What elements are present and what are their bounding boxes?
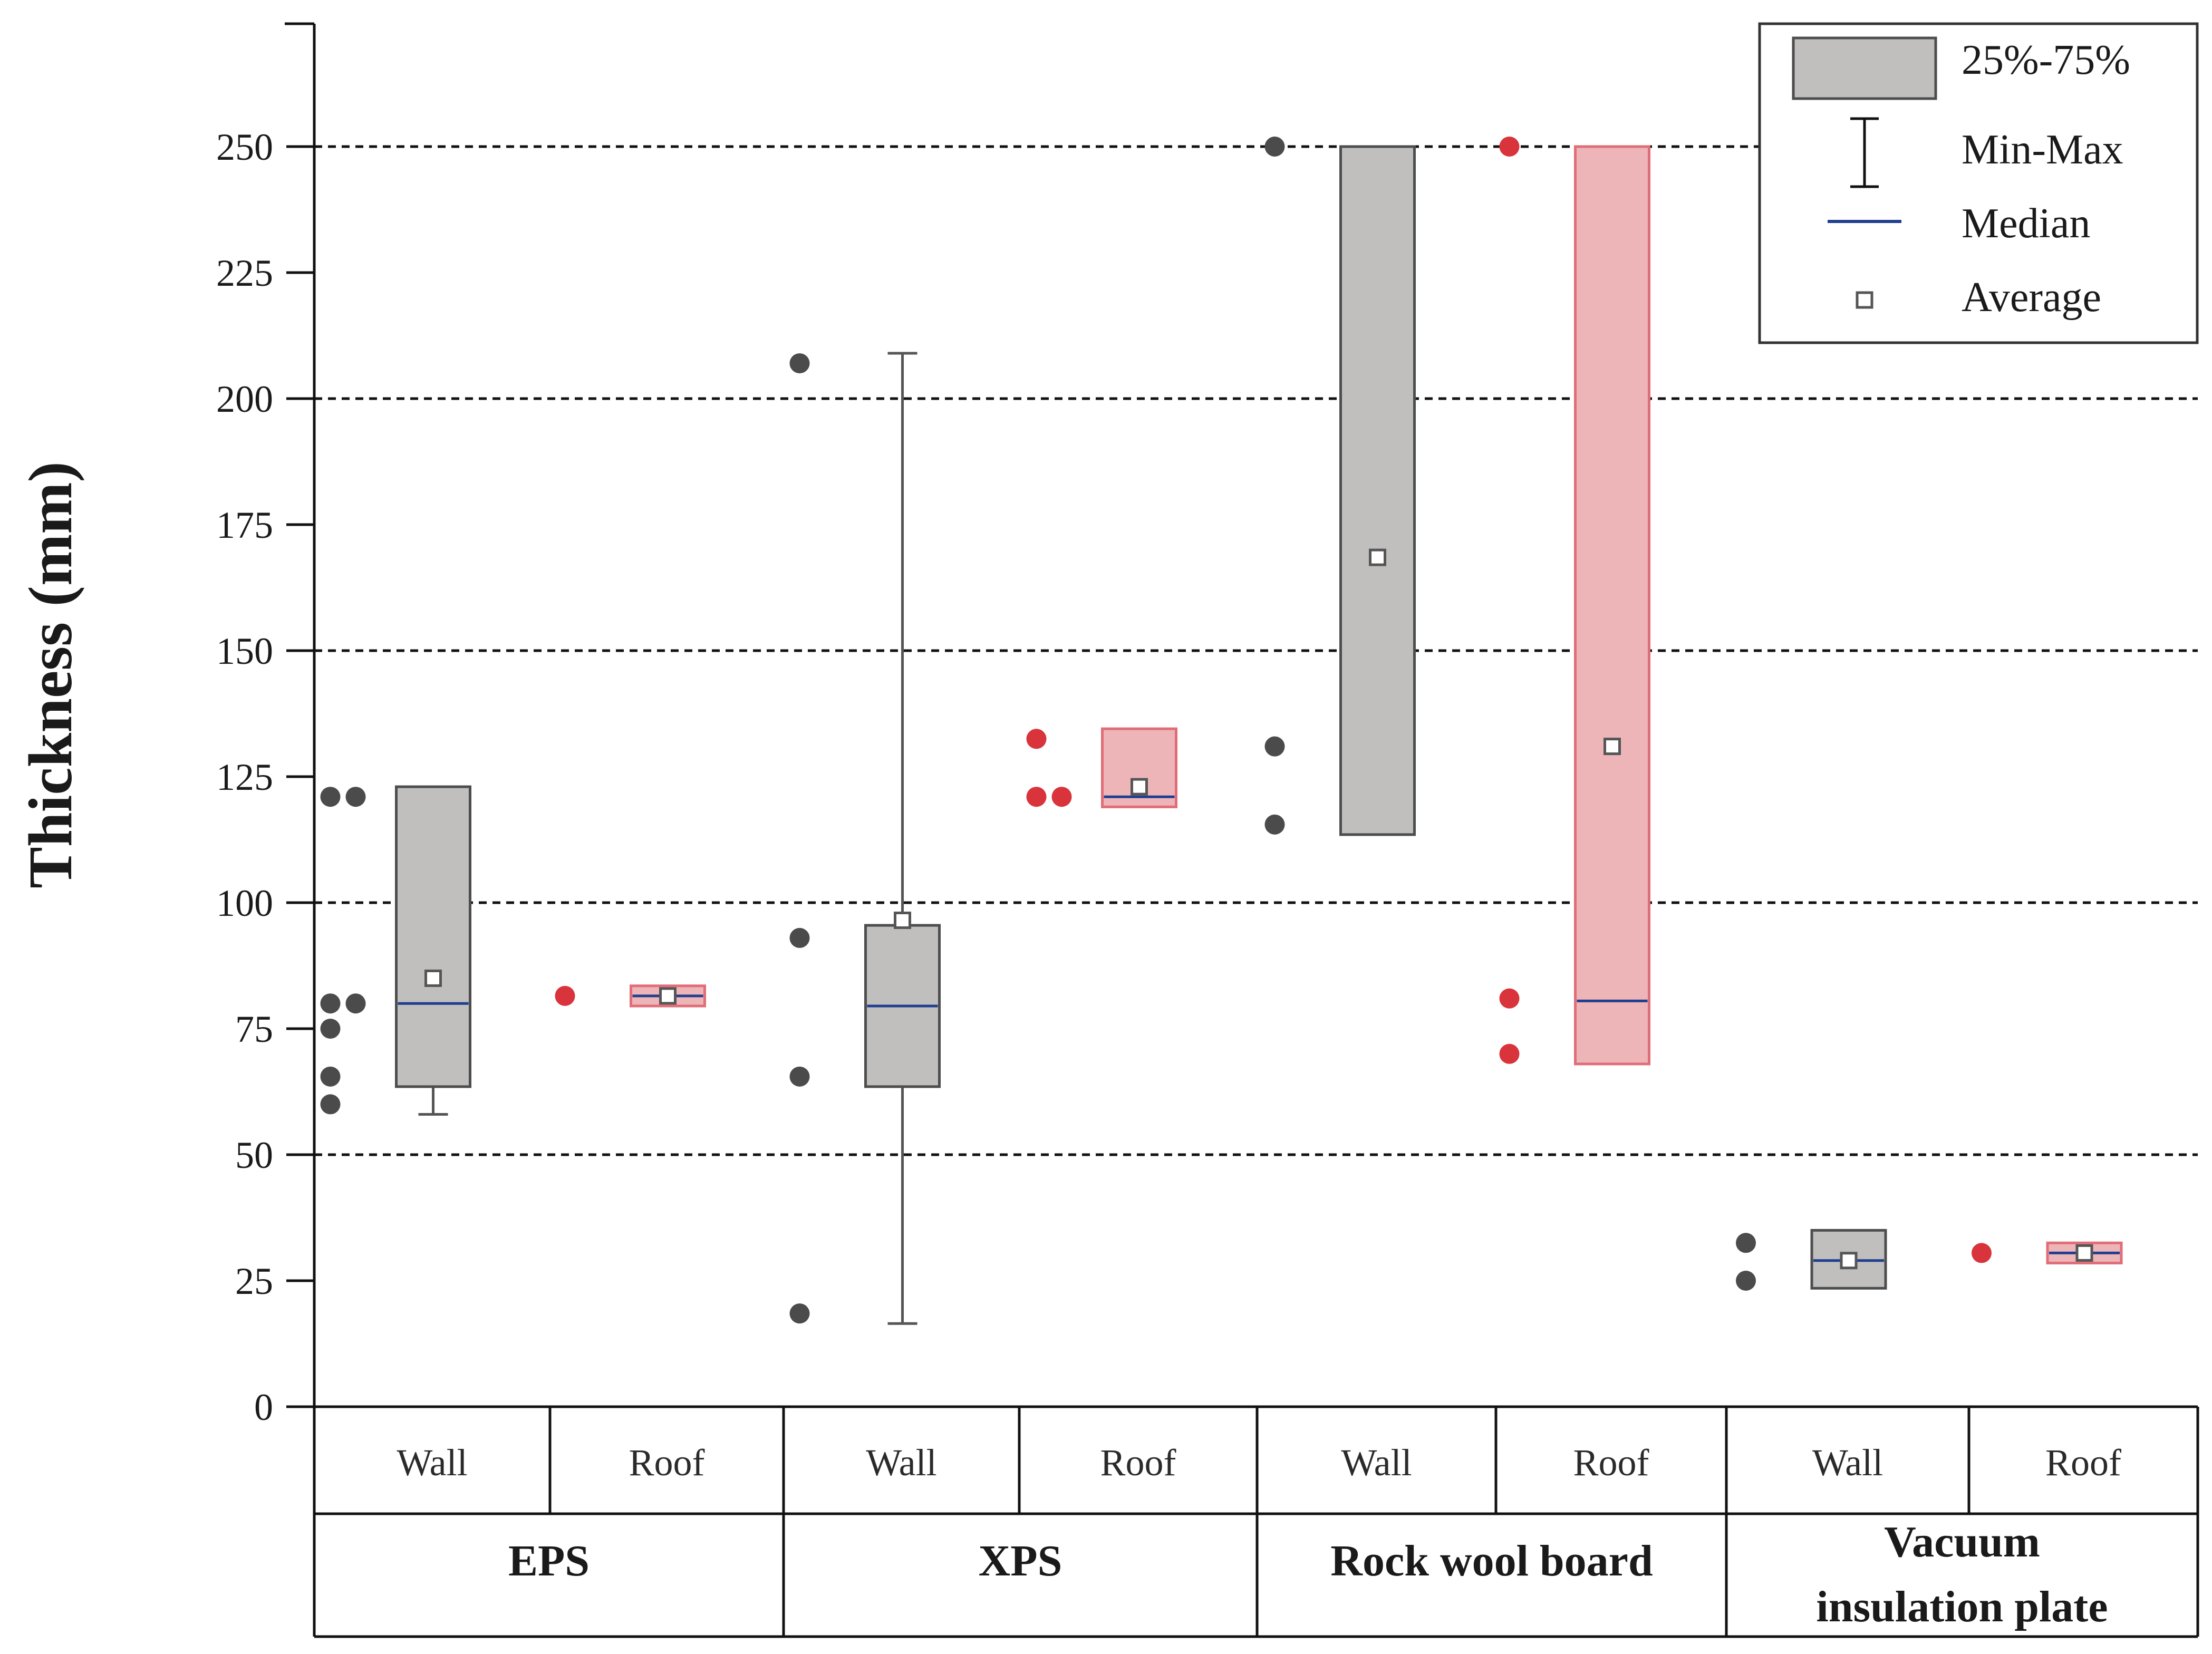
y-tick-label: 0	[254, 1386, 273, 1428]
y-tick-label: 50	[235, 1134, 273, 1176]
group-label: EPS	[508, 1536, 590, 1585]
wall-box	[395, 785, 471, 1088]
average-marker	[894, 911, 911, 929]
sub-category-label: Wall	[866, 1442, 936, 1484]
outlier-point	[345, 787, 366, 807]
sub-category-label: Wall	[1812, 1442, 1883, 1484]
outlier-point	[320, 993, 341, 1014]
legend-whisker-label: Min-Max	[1962, 127, 2123, 173]
legend-box-label: 25%-75%	[1962, 37, 2130, 83]
y-tick-label: 150	[216, 630, 273, 672]
average-marker	[1131, 778, 1148, 796]
legend-average-swatch	[1856, 291, 1873, 309]
roof-box	[1574, 145, 1650, 1066]
y-tick-label: 125	[216, 756, 273, 798]
outlier-point	[320, 1094, 341, 1115]
average-marker	[424, 969, 442, 987]
y-tick-label: 75	[235, 1008, 273, 1050]
outlier-point	[789, 927, 810, 948]
legend-average-label: Average	[1962, 274, 2101, 321]
outlier-point	[789, 1303, 810, 1324]
y-tick-label: 100	[216, 882, 273, 924]
average-marker	[659, 987, 677, 1005]
sub-category-label: Wall	[397, 1442, 467, 1484]
outlier-point	[1026, 787, 1047, 807]
sub-category-label: Wall	[1341, 1442, 1412, 1484]
legend-box-swatch	[1792, 36, 1937, 100]
outlier-point	[320, 787, 341, 807]
outlier-point	[555, 985, 575, 1006]
y-axis-label: Thickness (mm)	[16, 461, 85, 888]
outlier-point	[1736, 1271, 1756, 1291]
y-tick-label: 25	[235, 1260, 273, 1302]
y-tick-label: 225	[216, 252, 273, 294]
sub-category-label: Roof	[1100, 1442, 1176, 1484]
outlier-point	[320, 1019, 341, 1039]
outlier-point	[345, 993, 366, 1014]
average-marker	[2075, 1244, 2093, 1262]
outlier-point	[1026, 729, 1047, 749]
outlier-point	[789, 353, 810, 374]
y-tick-label: 175	[216, 504, 273, 546]
average-marker	[1369, 548, 1386, 566]
average-marker	[1604, 738, 1621, 756]
outlier-point	[789, 1066, 810, 1087]
sub-category-label: Roof	[1573, 1442, 1649, 1484]
sub-category-label: Roof	[629, 1442, 705, 1484]
y-tick-label: 250	[216, 126, 273, 168]
outlier-point	[1736, 1233, 1756, 1253]
sub-category-label: Roof	[2045, 1442, 2121, 1484]
outlier-point	[1264, 137, 1285, 157]
group-label: XPS	[979, 1536, 1062, 1585]
outlier-point	[1499, 988, 1520, 1009]
y-tick-label: 200	[216, 378, 273, 420]
group-label: Rock wool board	[1330, 1536, 1653, 1585]
axes: 0 25 50 75 100 125 150 175 200 225 250	[216, 22, 2198, 1637]
outlier-point	[1264, 814, 1285, 835]
outlier-point	[1264, 736, 1285, 757]
average-marker	[1840, 1252, 1858, 1270]
group-label: Vacuum	[1884, 1517, 2040, 1566]
wall-box	[1339, 145, 1416, 836]
outlier-point	[1499, 137, 1520, 157]
outlier-point	[1499, 1043, 1520, 1064]
outlier-point	[1051, 787, 1072, 807]
box-series	[320, 137, 2123, 1325]
outlier-point	[320, 1066, 341, 1087]
group-label: insulation plate	[1816, 1582, 2108, 1631]
legend-median-label: Median	[1962, 200, 2090, 247]
outlier-point	[1972, 1243, 1992, 1263]
